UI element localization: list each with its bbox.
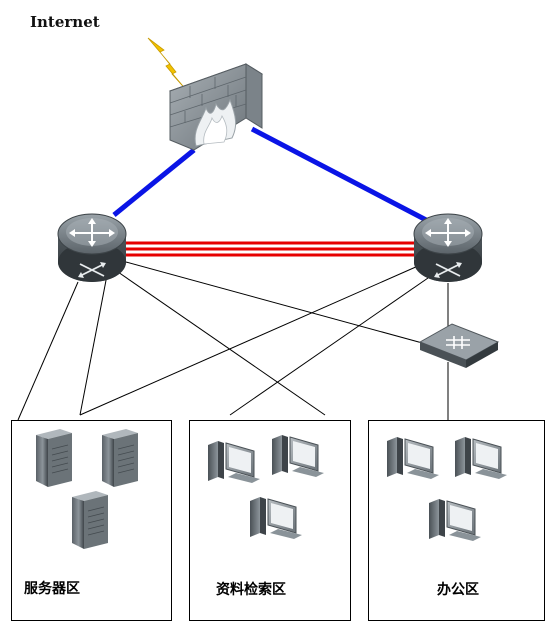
- link-router-right-to-search: [229, 277, 429, 416]
- internet-label: Internet: [30, 13, 100, 31]
- desktop-computer-icon: [208, 441, 260, 483]
- desktop-computer-icon: [250, 497, 302, 539]
- zone-servers: 服务器区: [11, 420, 172, 621]
- uplink-left: [112, 148, 196, 217]
- router-icon-left: [57, 213, 127, 282]
- router-icon-right: [413, 213, 483, 282]
- zone-label-search: 资料检索区: [216, 582, 286, 598]
- link-router-left-to-servers-2: [79, 269, 109, 416]
- server-icon: [72, 491, 108, 549]
- link-router-left-to-switch: [125, 261, 427, 345]
- thin-links: [17, 261, 449, 421]
- firewall-icon: [168, 63, 264, 151]
- server-icon: [36, 429, 72, 487]
- zone-search: 资料检索区: [189, 420, 351, 621]
- zone-label-servers: 服务器区: [24, 581, 80, 597]
- lightning-icon: [147, 37, 189, 93]
- link-router-left-to-search-right: [117, 271, 326, 416]
- zone-label-office: 办公区: [437, 582, 479, 598]
- link-router-left-to-servers: [17, 281, 79, 421]
- desktop-computer-icon: [429, 499, 481, 541]
- switch-icon: [418, 323, 500, 368]
- link-router-right-to-servers: [79, 265, 419, 416]
- zone-office: 办公区: [368, 420, 545, 621]
- interlink: [126, 241, 418, 257]
- desktop-computer-icon: [272, 435, 324, 477]
- uplinks: [112, 126, 432, 225]
- desktop-computer-icon: [455, 437, 507, 479]
- desktop-computer-icon: [387, 437, 439, 479]
- server-icon: [102, 429, 138, 487]
- uplink-right: [250, 126, 432, 225]
